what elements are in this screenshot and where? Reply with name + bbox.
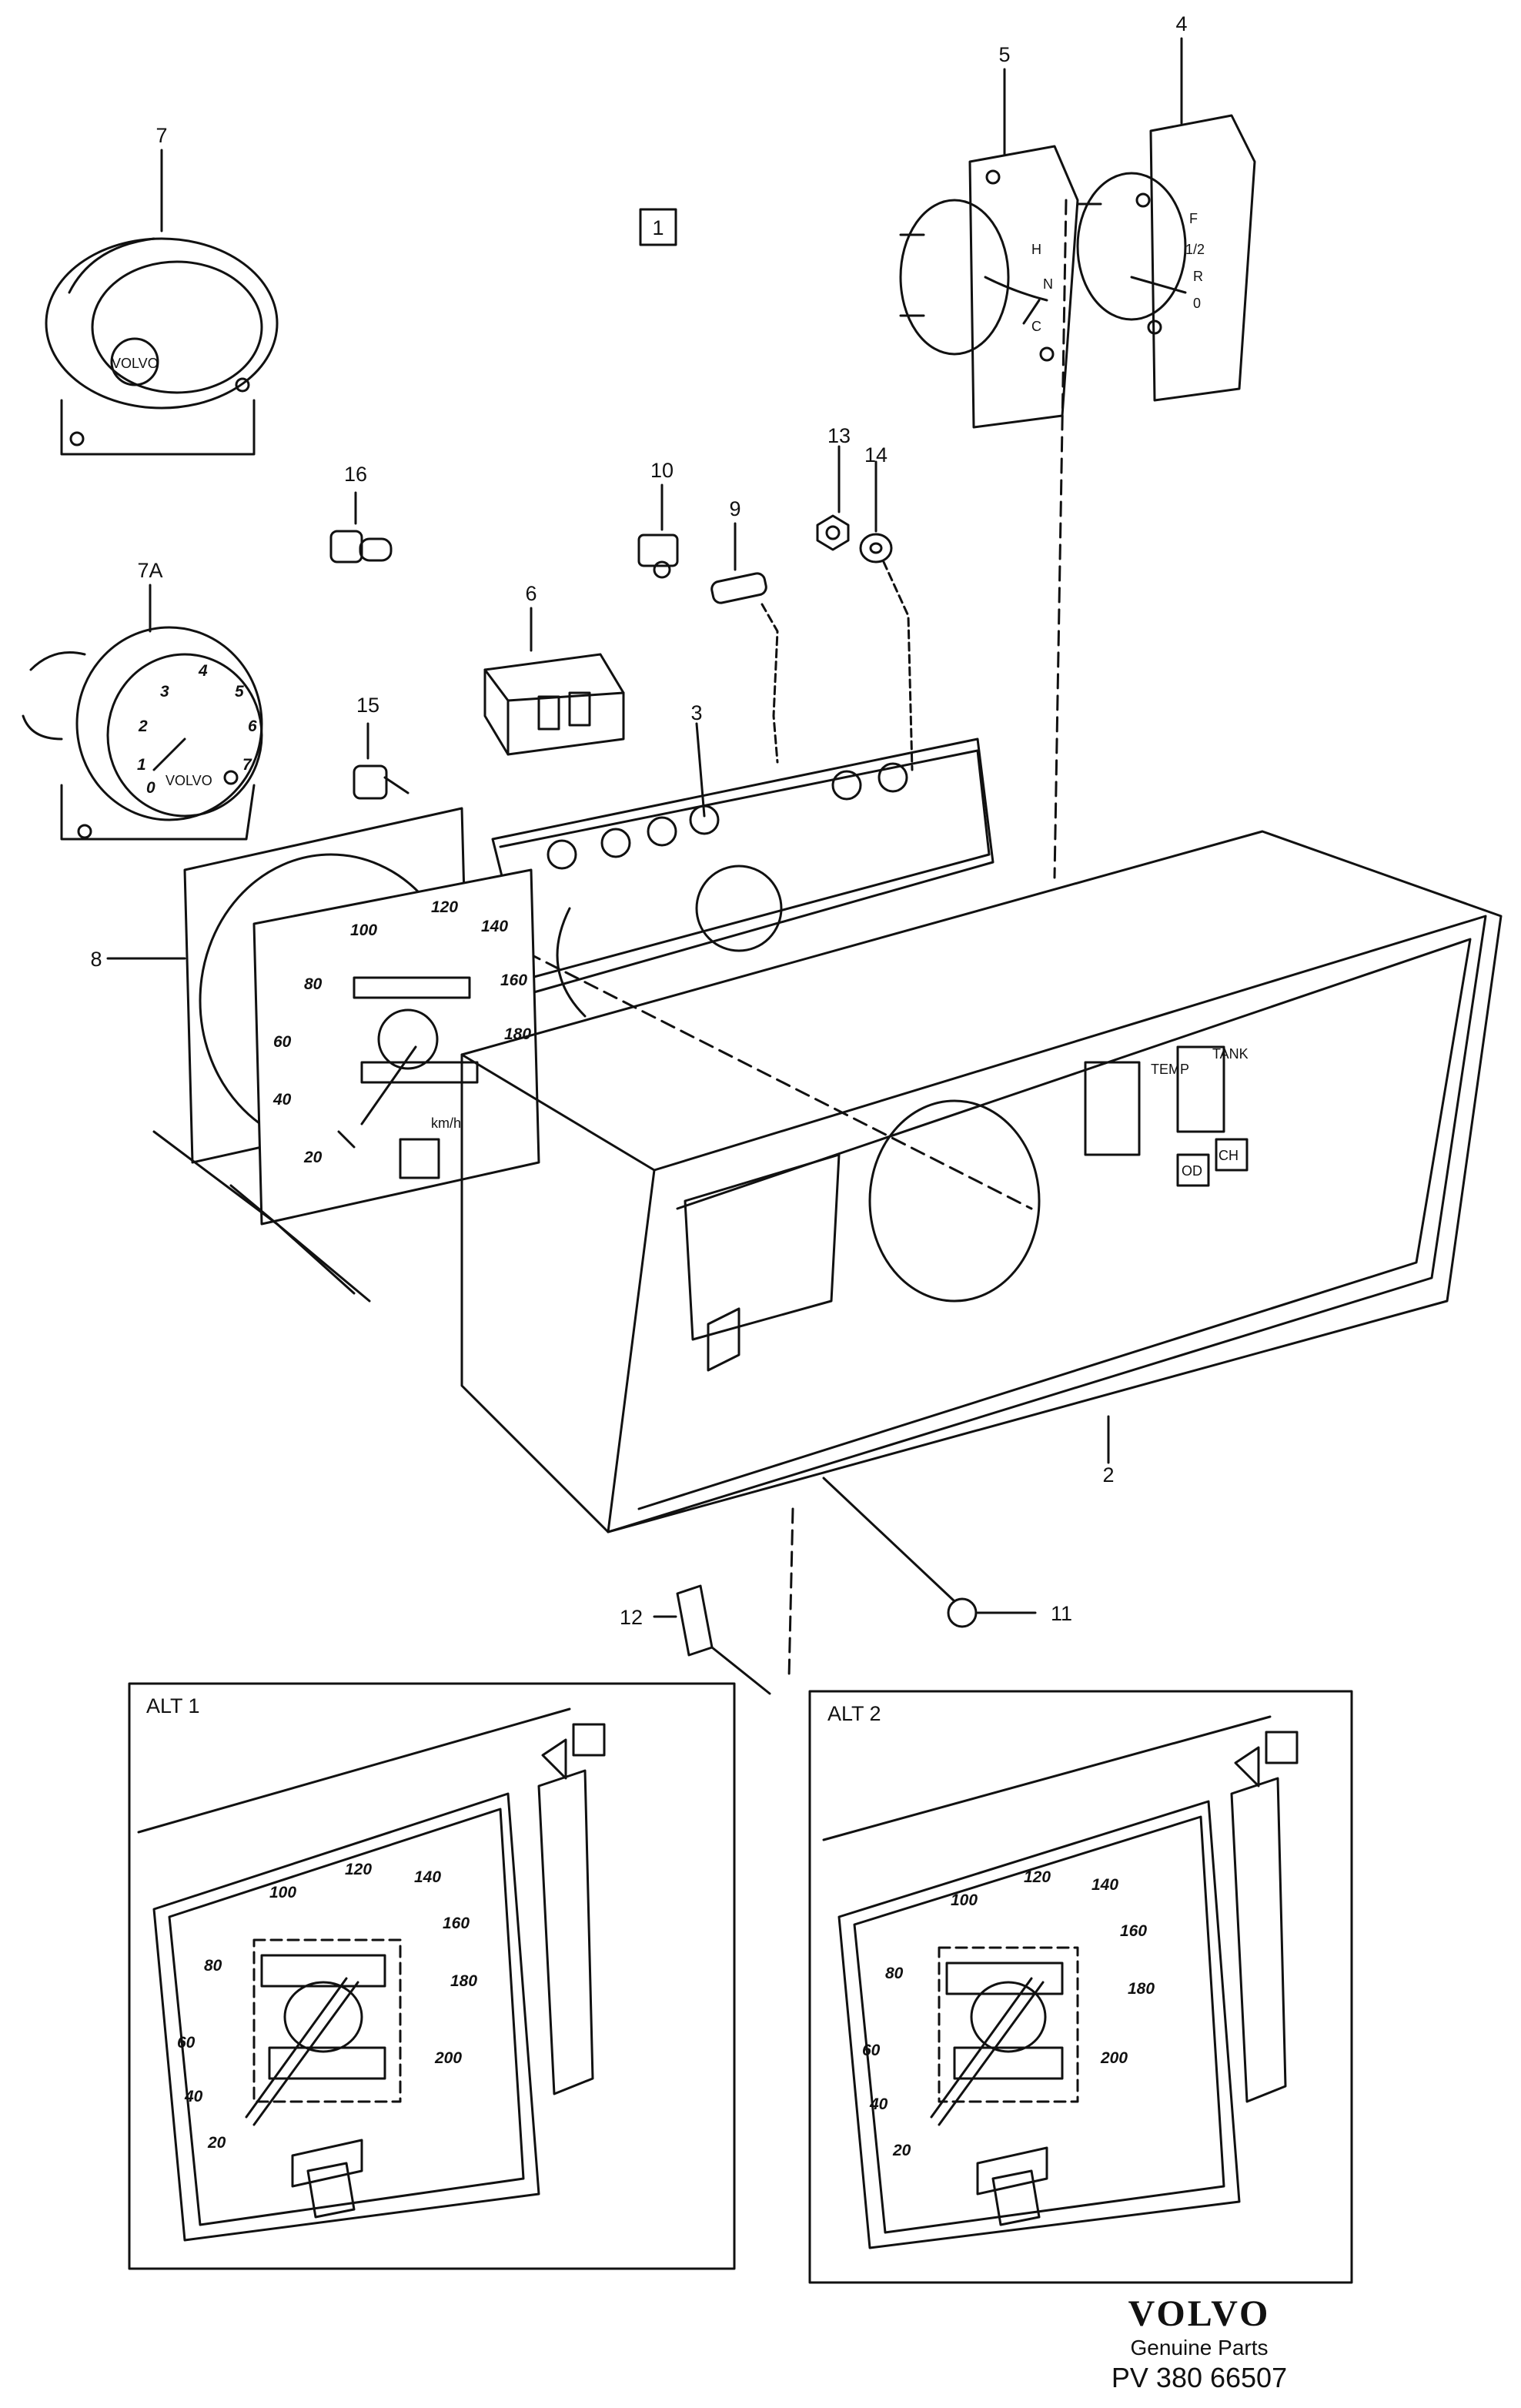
fuel-gauge-half: 1/2	[1185, 242, 1205, 257]
callout-5: 5	[998, 43, 1010, 66]
callout-3: 3	[690, 701, 702, 724]
temp-gauge-h: H	[1031, 242, 1041, 257]
speedo-scale-label: 140	[481, 918, 508, 935]
speedo-scale-label: 100	[350, 921, 377, 939]
speedo-scale: 20 40 60 80 100 120 140 160 180	[272, 898, 531, 1166]
tach-scale-label: 3	[160, 683, 169, 701]
alt2-detail	[808, 1690, 1353, 2284]
part-13-nut	[816, 514, 850, 551]
tach-scale-label: 0	[146, 779, 155, 797]
speedo-scale-label: 60	[273, 1033, 292, 1051]
cluster-ch-label: CH	[1218, 1148, 1239, 1163]
speedo-scale-label: 80	[304, 975, 323, 993]
alt1-title: ALT 1	[146, 1694, 200, 1717]
footer: VOLVO Genuine Parts PV 380 66507	[1084, 2294, 1315, 2394]
fuel-gauge-f: F	[1189, 211, 1198, 226]
part-2-cluster-housing	[460, 830, 1503, 1533]
alt1-scale-label: 40	[184, 2088, 203, 2105]
figure-number-label: 1	[652, 216, 664, 239]
alt1-scale-label: 180	[450, 1972, 477, 1990]
alt2-scale-label: 200	[1100, 2049, 1128, 2067]
callout-8: 8	[90, 948, 102, 971]
part-11-screw	[822, 1477, 1037, 1628]
alt2-scale-label: 120	[1024, 1868, 1051, 1886]
genuine-parts-label: Genuine Parts	[1130, 2336, 1269, 2360]
alt1-scale-label: 200	[434, 2049, 462, 2067]
callout-11: 11	[1051, 1602, 1072, 1625]
speedo-scale-label: 160	[500, 972, 527, 989]
callout-9: 9	[729, 497, 740, 520]
brand-logo: VOLVO	[1128, 2293, 1271, 2334]
part-7-gauge-housing	[45, 237, 279, 456]
fuel-gauge-0: 0	[1193, 296, 1201, 311]
part-15-bulb-holder	[353, 722, 410, 800]
callout-2: 2	[1102, 1463, 1114, 1487]
part-5-temperature-gauge	[899, 145, 1079, 429]
tach-scale-label: 1	[137, 756, 146, 774]
alt1-detail	[128, 1682, 736, 2270]
alt2-scale-label: 20	[892, 2142, 911, 2159]
alt2-scale-label: 100	[951, 1891, 978, 1909]
figure-number-box	[639, 208, 677, 246]
callout-10: 10	[650, 459, 674, 482]
part-7a-tachometer	[22, 626, 263, 841]
alt2-scale-label: 60	[862, 2042, 881, 2059]
part-9-resistor	[710, 522, 779, 764]
alt1-scale-label: 160	[443, 1915, 470, 1932]
speedo-scale-label: 120	[431, 898, 458, 916]
housing-maker-mark: VOLVO	[112, 356, 159, 371]
alt1-scale-label: 140	[414, 1868, 441, 1886]
alt2-scale-label: 180	[1128, 1980, 1155, 1998]
part-14-washer	[859, 533, 914, 771]
speedo-scale-label: 20	[303, 1149, 323, 1166]
part-16-bulb	[329, 491, 393, 564]
alt1-scale-label: 80	[204, 1957, 222, 1975]
callout-14: 14	[864, 443, 888, 467]
part-8-speedometer	[152, 807, 540, 1303]
part-12-clip	[653, 1584, 771, 1695]
cluster-temp-label: TEMP	[1151, 1062, 1189, 1077]
speedo-scale-label: 180	[504, 1025, 531, 1043]
alt1-scale-label: 60	[177, 2034, 196, 2052]
callout-12: 12	[620, 1606, 643, 1629]
alt1-scale-label: 100	[269, 1884, 296, 1901]
cluster-od-label: OD	[1182, 1163, 1202, 1179]
alt2-title: ALT 2	[827, 1702, 881, 1725]
alt1-scale: 20 40 60 80 100 120 140 160 180 200	[177, 1861, 477, 2152]
callout-7: 7	[155, 124, 167, 147]
tach-scale-label: 4	[198, 662, 208, 680]
callout-4: 4	[1175, 12, 1187, 35]
part-number: PV 380 66507	[1111, 2362, 1288, 2393]
alt2-scale-label: 80	[885, 1965, 904, 1982]
cluster-tank-label: TANK	[1212, 1046, 1249, 1062]
tach-scale-label: 5	[235, 683, 244, 701]
alt2-scale-label: 140	[1091, 1876, 1118, 1894]
part-6-voltage-regulator	[483, 607, 625, 756]
fuel-gauge-r: R	[1193, 269, 1203, 284]
tach-maker-mark: VOLVO	[165, 773, 212, 788]
alt2-scale-label: 40	[869, 2095, 888, 2113]
tach-scale-label: 6	[248, 717, 257, 735]
alt2-scale-label: 160	[1120, 1922, 1147, 1940]
part-4-fuel-gauge	[1076, 114, 1256, 402]
callout-6: 6	[525, 582, 537, 605]
callout-7a: 7A	[137, 559, 162, 582]
callout-15: 15	[356, 694, 379, 717]
tach-scale-label: 7	[242, 756, 252, 774]
callout-13: 13	[827, 424, 851, 447]
alt1-scale-label: 120	[345, 1861, 372, 1878]
part-10-connector	[637, 483, 679, 579]
alt1-scale-label: 20	[207, 2134, 226, 2152]
temp-gauge-n: N	[1043, 276, 1053, 292]
speedo-unit: km/h	[431, 1115, 461, 1131]
speedo-scale-label: 40	[272, 1091, 292, 1109]
tach-scale-label: 2	[138, 717, 148, 735]
tach-scale: 0 1 2 3 4 5 6 7	[137, 662, 257, 797]
callout-16: 16	[344, 463, 367, 486]
temp-gauge-c: C	[1031, 319, 1041, 334]
alt2-scale: 20 40 60 80 100 120 140 160 180 200	[862, 1868, 1155, 2159]
